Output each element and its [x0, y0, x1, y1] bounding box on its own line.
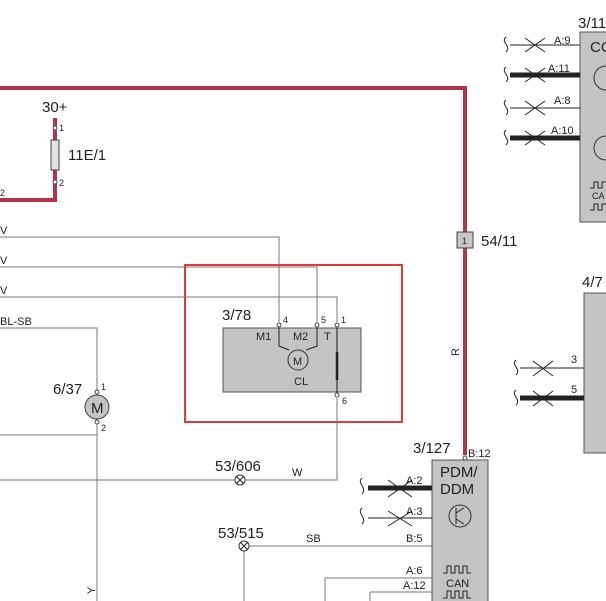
- label-cl: CL: [294, 376, 308, 388]
- pdm-label-1: PDM/: [440, 464, 478, 481]
- splice-53-606: [234, 474, 246, 486]
- wire-a6: [324, 577, 432, 601]
- pin-a12: A:12: [403, 580, 426, 592]
- motor-637-pin-2: 2: [101, 423, 106, 433]
- comp-3-11-sensor-icon: [593, 65, 606, 91]
- connector-54-11-pin: 1: [462, 236, 467, 246]
- pin-4: 4: [283, 315, 288, 325]
- comp-3-78-label: 3/78: [222, 307, 251, 324]
- comp-3-11-label: 3/11: [578, 15, 606, 32]
- comp-3-78-motor: [287, 349, 309, 371]
- comp-3-127-label: 3/127: [413, 440, 451, 457]
- supply-label: 30+: [42, 99, 68, 116]
- comp-3-78-motor-m: M: [293, 356, 302, 368]
- connector-54-11-label: 54/11: [481, 233, 517, 250]
- pin-r3: 3: [571, 354, 577, 366]
- wire-y-label: Y: [86, 586, 98, 594]
- wire-a12: [369, 591, 432, 601]
- left-edge-label: 2: [0, 188, 5, 198]
- wire-bl-sb: [0, 327, 98, 390]
- fuse-11e1: [50, 139, 60, 171]
- pin-b5: B:5: [406, 533, 423, 545]
- transistor-icon: [448, 504, 472, 528]
- label-t: T: [324, 331, 331, 343]
- supply-wire-30plus: [0, 86, 467, 455]
- comp-3-127-box: [431, 459, 489, 601]
- motor-637-pin-1: 1: [101, 382, 106, 392]
- label-m1: M1: [256, 331, 271, 343]
- motor-637-m: M: [91, 400, 104, 417]
- pin-a9: A:9: [554, 35, 571, 47]
- fuse-output-wire: [0, 118, 57, 202]
- wire-v3: [0, 296, 338, 322]
- wire-v2-label: V: [0, 255, 8, 267]
- pin-5: 5: [321, 315, 326, 325]
- comp-4-7-label: 4/7: [582, 274, 603, 291]
- pdm-label-2: DDM: [440, 481, 474, 498]
- can-label: CAN: [446, 578, 469, 590]
- pin-r5: 5: [571, 384, 577, 396]
- wire-w-label: W: [292, 467, 303, 479]
- connector-54-11: [456, 231, 474, 249]
- wire-sb-label: SB: [306, 533, 321, 545]
- motor-637-ground: [0, 420, 98, 436]
- pin-a2: A:2: [406, 475, 423, 487]
- wire-r-label: R: [450, 348, 462, 356]
- label-m2: M2: [293, 331, 308, 343]
- pin-a6: A:6: [406, 565, 423, 577]
- wire-v2: [0, 266, 318, 322]
- splice-53-515: [238, 540, 250, 552]
- can-bus-icon: [443, 565, 471, 599]
- comp-3-11-suffix: CC: [590, 39, 606, 56]
- pin-a10: A:10: [551, 125, 574, 137]
- motor-637-symbol: [84, 394, 110, 420]
- pin-1: 1: [341, 315, 346, 325]
- wire-v3-label: V: [0, 285, 8, 297]
- wire-bl-sb-label: BL-SB: [0, 316, 32, 328]
- comp-3-11-can-label: CA: [592, 191, 605, 201]
- wire-w: [0, 398, 338, 481]
- comp-3-11-box: [579, 31, 606, 223]
- splice-53-606-label: 53/606: [215, 458, 261, 475]
- pin-b12: B:12: [468, 448, 491, 460]
- wire-v1: [0, 236, 280, 322]
- pin-6: 6: [342, 396, 347, 406]
- highlight-box: [184, 264, 403, 423]
- wire-v1-label: V: [0, 225, 8, 237]
- pin-a3: A:3: [406, 506, 423, 518]
- fuse-label: 11E/1: [68, 147, 106, 164]
- pin-a8: A:8: [554, 95, 571, 107]
- comp-3-11-can-icon: [590, 181, 606, 211]
- fuse-pin-1: 1: [59, 123, 64, 133]
- pin-a11: A:11: [548, 63, 570, 75]
- comp-4-7-box: [583, 292, 606, 454]
- splice-53-515-label: 53/515: [218, 525, 264, 542]
- comp-3-11-transistor-icon: [593, 135, 606, 161]
- fuse-pin-2: 2: [59, 178, 64, 188]
- motor-637-label: 6/37: [53, 381, 82, 398]
